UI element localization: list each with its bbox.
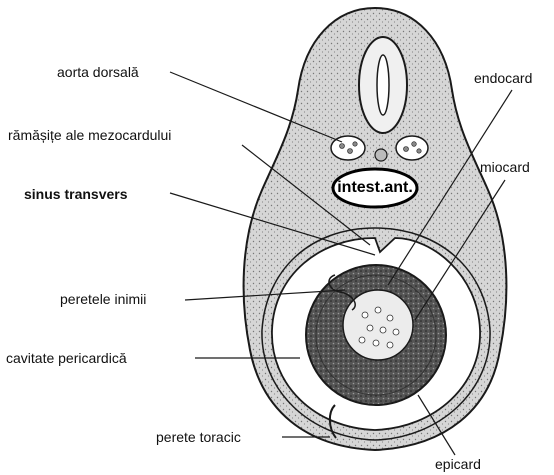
label-epicard: epicard bbox=[435, 456, 481, 472]
label-cavitate-pericardica: cavitate pericardică bbox=[6, 350, 127, 366]
label-aorta-dorsala: aorta dorsală bbox=[57, 64, 139, 80]
neural-canal bbox=[377, 55, 389, 115]
notochord bbox=[375, 149, 387, 161]
aorta-right bbox=[396, 136, 428, 160]
label-miocard: miocard bbox=[480, 159, 530, 175]
label-mezocard: rămășițe ale mezocardului bbox=[8, 127, 171, 143]
label-intestin-anterior: intest.ant. bbox=[337, 179, 413, 197]
label-peretele-inimii: peretele inimii bbox=[60, 291, 146, 307]
label-sinus-transvers: sinus transvers bbox=[24, 186, 128, 202]
label-endocard: endocard bbox=[474, 70, 532, 86]
label-perete-toracic: perete toracic bbox=[156, 429, 241, 445]
